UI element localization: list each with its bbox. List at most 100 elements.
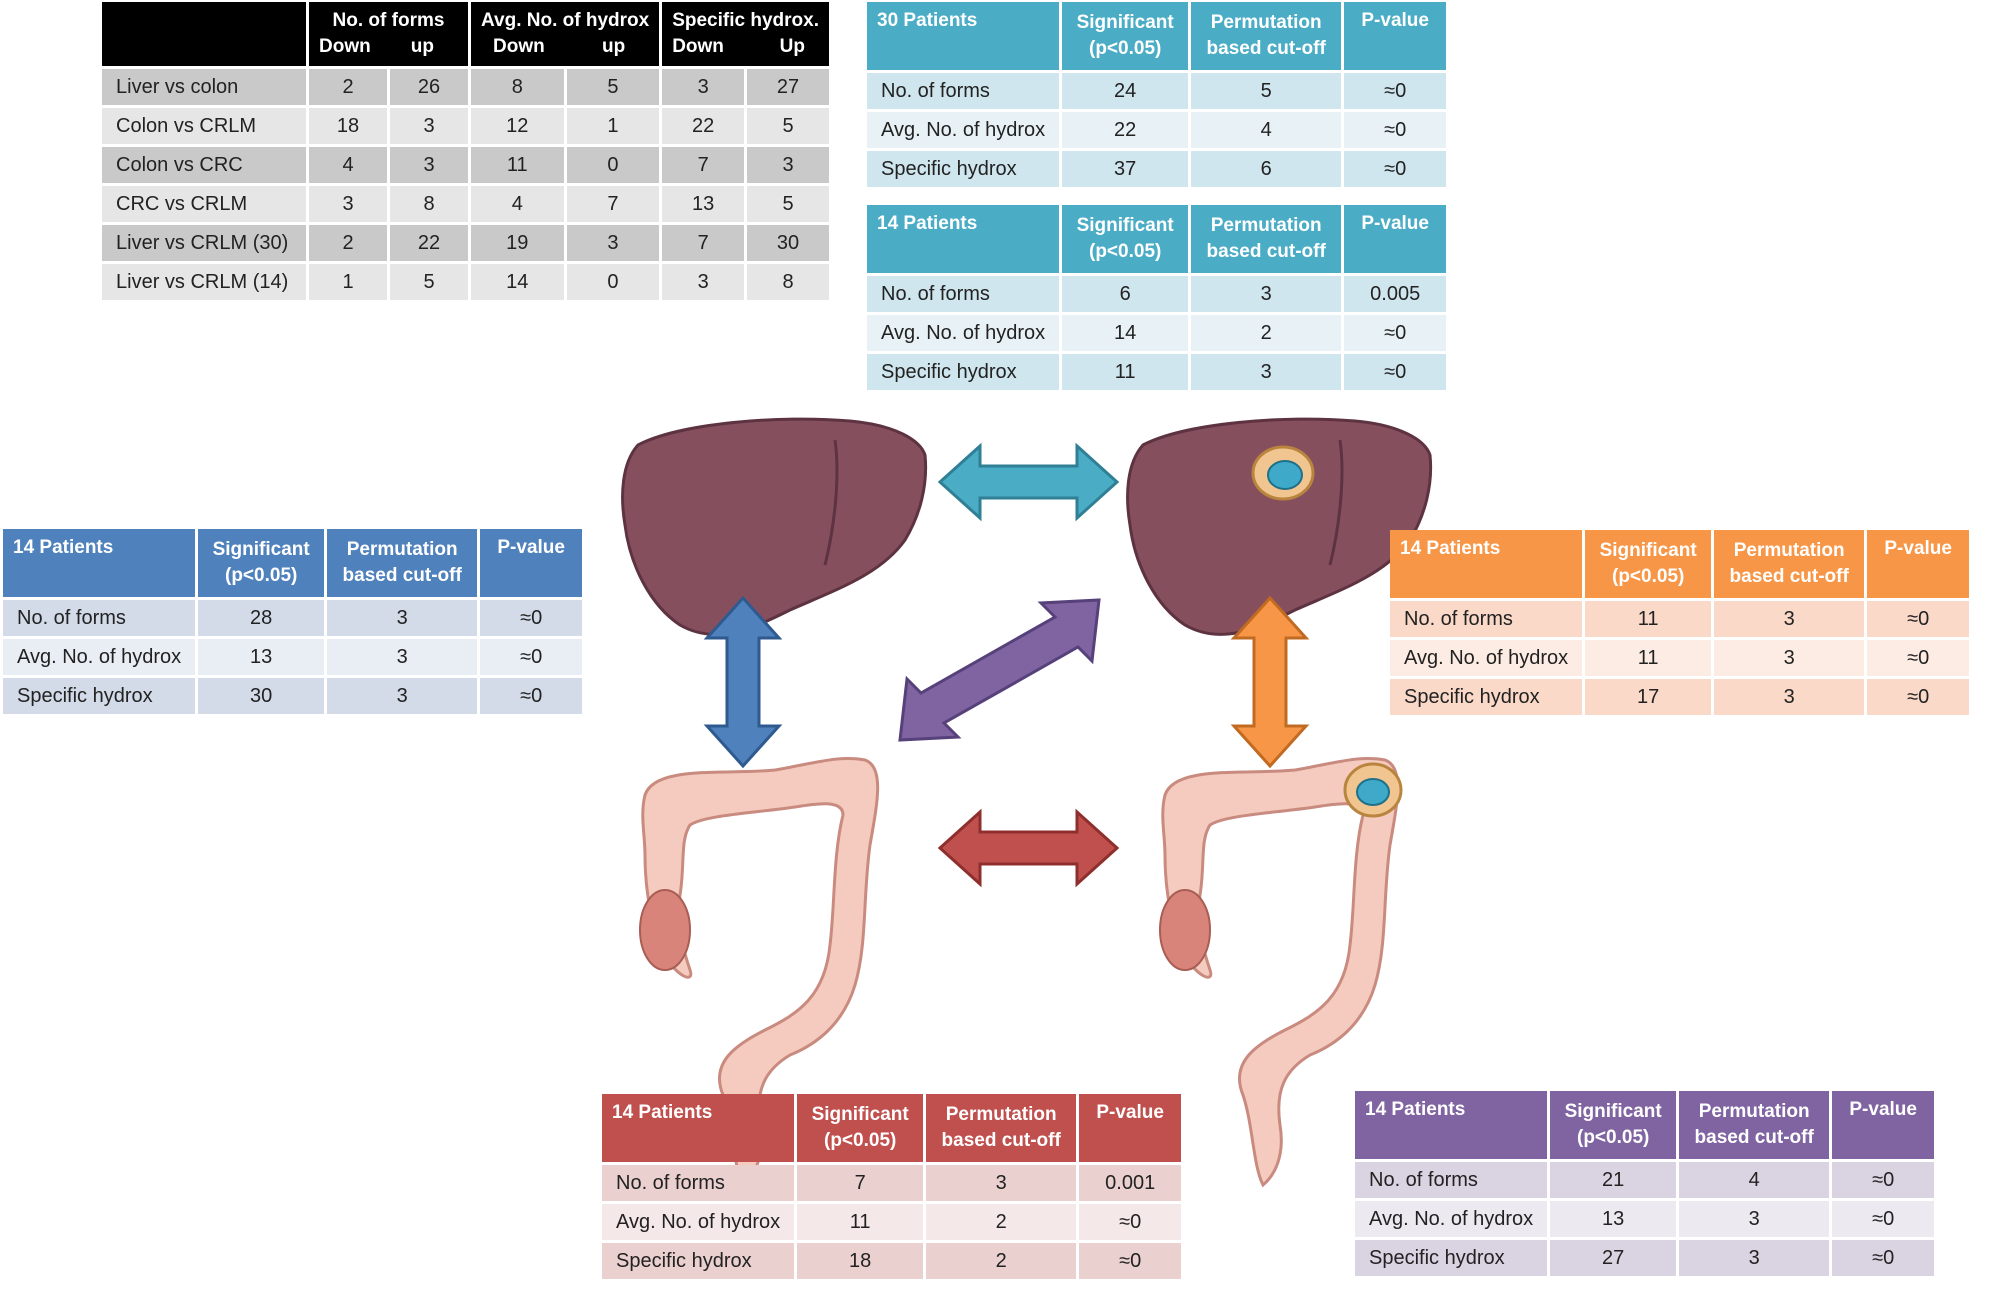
comparison-cell: 7 — [797, 1165, 924, 1201]
comparison-row-label: Specific hydrox — [1355, 1240, 1548, 1276]
comparison-row-label: Specific hydrox — [3, 678, 196, 714]
comparison-cell: ≈0 — [1832, 1201, 1935, 1237]
comparison-cell: 0.001 — [1079, 1165, 1182, 1201]
comparison-row-label: Avg. No. of hydrox — [1355, 1201, 1548, 1237]
red-double-arrow-icon — [937, 808, 1120, 888]
comparison-cell: 11 — [797, 1204, 924, 1240]
header-significant-line2: (p<0.05) — [824, 1130, 897, 1151]
comparison-cell: 2 — [926, 1204, 1077, 1240]
healthy-liver-icon — [621, 417, 928, 636]
summary-row-label: Colon vs CRLM — [102, 108, 306, 144]
comparison-cell: ≈0 — [1344, 315, 1447, 351]
comparison-cell: 3 — [1714, 601, 1865, 637]
summary-cell: 22 — [390, 225, 468, 261]
comparison-header-row: 14 Patients Significant (p<0.05) Permutatio… — [867, 205, 1447, 273]
healthy-colon-icon — [639, 756, 880, 1187]
header-significant-line1: Significant — [212, 539, 310, 560]
liver-tumor-icon — [1251, 445, 1315, 501]
summary-header-avg-up: up — [601, 36, 626, 57]
comparison-cell: ≈0 — [1344, 73, 1447, 109]
summary-cell: 5 — [390, 264, 468, 300]
summary-cell: 1 — [309, 264, 387, 300]
summary-header-specific-title: Specific hydrox. — [672, 10, 819, 31]
summary-row-label: Colon vs CRC — [102, 147, 306, 183]
header-significant: Significant (p<0.05) — [797, 1094, 924, 1162]
summary-cell: 3 — [309, 186, 387, 222]
comparison-cell: ≈0 — [1832, 1162, 1935, 1198]
summary-cell: 11 — [471, 147, 564, 183]
comparison-cell: 3 — [327, 678, 478, 714]
comparison-cell: 11 — [1585, 601, 1712, 637]
summary-header-forms-down: Down — [319, 36, 371, 57]
header-pvalue: P-value — [1832, 1091, 1935, 1159]
comparison-cell: 3 — [1679, 1201, 1830, 1237]
comparison-cell: 6 — [1191, 151, 1342, 187]
summary-cell: 19 — [471, 225, 564, 261]
comparison-cell: ≈0 — [480, 600, 583, 636]
header-patients: 14 Patients — [867, 205, 1060, 273]
comparison-cell: 22 — [1062, 112, 1189, 148]
header-significant-line1: Significant — [1076, 12, 1174, 33]
comparison-row-label: No. of forms — [3, 600, 196, 636]
summary-cell: 3 — [662, 264, 745, 300]
comparison-cell: 30 — [198, 678, 325, 714]
teal-double-arrow-icon — [937, 442, 1120, 522]
header-permutation-line1: Permutation — [1698, 1101, 1810, 1122]
header-significant: Significant (p<0.05) — [1062, 205, 1189, 273]
summary-cell: 8 — [747, 264, 829, 300]
header-significant-line1: Significant — [811, 1104, 909, 1125]
header-significant-line1: Significant — [1076, 215, 1174, 236]
header-significant: Significant(p<0.05) — [1585, 530, 1712, 598]
comparison-cell: 3 — [327, 600, 478, 636]
comparison-cell: 3 — [1191, 354, 1342, 390]
summary-cell: 5 — [747, 108, 829, 144]
summary-cell: 0 — [566, 264, 660, 300]
summary-header-avg-title: Avg. No. of hydrox — [481, 10, 650, 31]
comparison-row-label: Specific hydrox — [602, 1243, 795, 1279]
header-significant: Significant (p<0.05) — [198, 529, 325, 597]
header-pvalue: P-value — [1344, 2, 1447, 70]
header-significant-line2: (p<0.05) — [1089, 38, 1162, 59]
header-significant-line2: (p<0.05) — [225, 565, 298, 586]
comparison-cell: 13 — [1550, 1201, 1677, 1237]
orange-double-arrow-icon — [1230, 595, 1310, 769]
comparison-cell: 3 — [1191, 276, 1342, 312]
comparison-cell: ≈0 — [1344, 354, 1447, 390]
summary-cell: 8 — [471, 69, 564, 105]
comparison-cell: 3 — [1714, 640, 1865, 676]
comparison-cell: 3 — [1679, 1240, 1830, 1276]
summary-cell: 7 — [662, 147, 745, 183]
summary-cell: 27 — [747, 69, 829, 105]
comparison-cell: 3 — [1714, 679, 1865, 715]
comparison-row-label: No. of forms — [867, 73, 1060, 109]
summary-cell: 3 — [390, 147, 468, 183]
comparison-row-label: Avg. No. of hydrox — [3, 639, 196, 675]
header-significant-line2: (p<0.05) — [1089, 241, 1162, 262]
comparison-cell: 37 — [1062, 151, 1189, 187]
metastatic-liver-icon — [1126, 417, 1433, 636]
header-significant-line2: (p<0.05) — [1577, 1127, 1650, 1148]
summary-cell: 12 — [471, 108, 564, 144]
summary-cell: 4 — [309, 147, 387, 183]
header-permutation-line1: Permutation — [1210, 215, 1322, 236]
